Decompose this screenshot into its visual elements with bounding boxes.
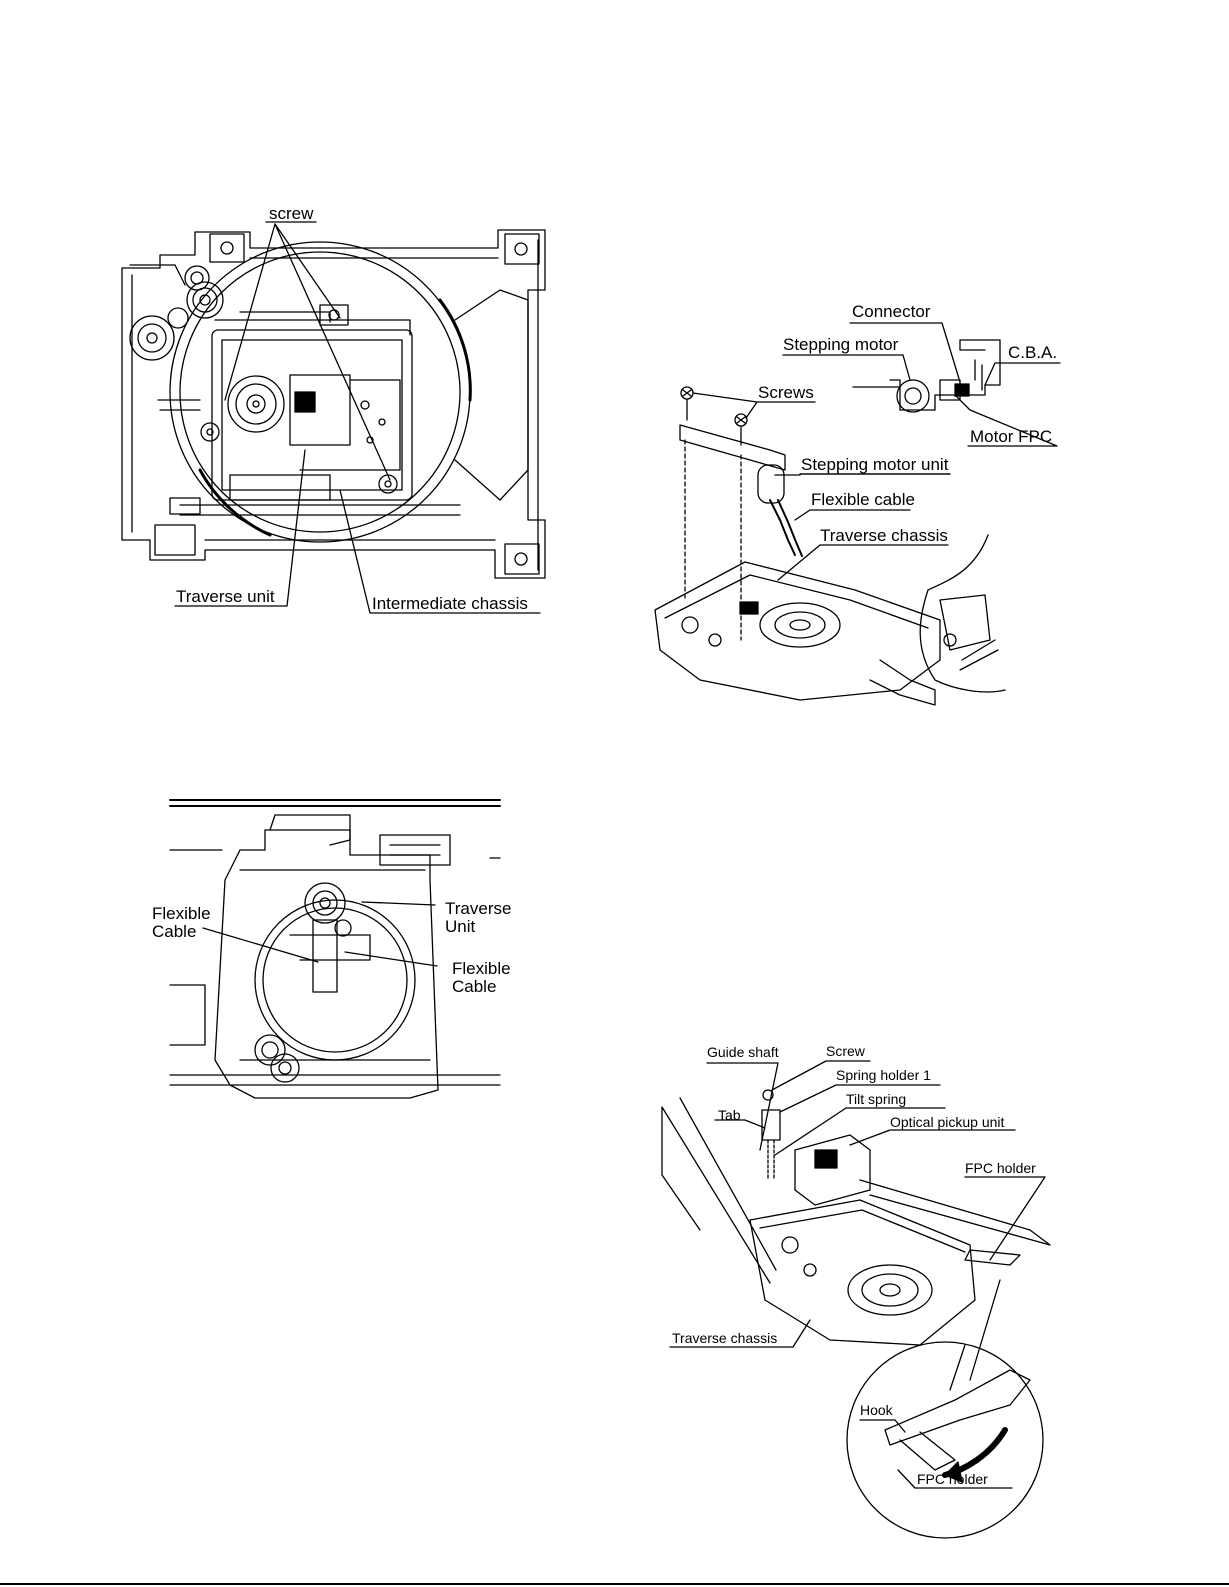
label-motor-fpc: Motor FPC — [970, 428, 1052, 445]
label-guide-shaft: Guide shaft — [707, 1045, 779, 1059]
label-flexible-cable-right-line2: Cable — [452, 978, 511, 996]
label-hook: Hook — [860, 1403, 893, 1417]
label-flexible-cable-right: Flexible Cable — [452, 960, 511, 996]
label-traverse-unit-fig3-line2: Unit — [445, 918, 511, 936]
label-fpc-holder-top: FPC holder — [965, 1161, 1036, 1175]
figure3-drawing — [170, 800, 500, 1098]
label-tilt-spring: Tilt spring — [846, 1092, 906, 1106]
label-optical-pickup-unit: Optical pickup unit — [890, 1115, 1004, 1129]
label-fpc-holder-bottom: FPC holder — [917, 1472, 988, 1486]
figure4-drawing — [662, 1061, 1050, 1538]
label-stepping-motor: Stepping motor — [783, 336, 898, 353]
label-traverse-unit-fig3: Traverse Unit — [445, 900, 511, 936]
label-flexible-cable: Flexible cable — [811, 491, 915, 508]
label-cba: C.B.A. — [1008, 344, 1057, 361]
label-flexible-cable-left: Flexible Cable — [152, 905, 211, 941]
label-screw-fig4: Screw — [826, 1044, 865, 1058]
label-stepping-motor-unit: Stepping motor unit — [801, 456, 948, 473]
label-flexible-cable-left-line1: Flexible — [152, 905, 211, 923]
label-screws: Screws — [758, 384, 814, 401]
label-screw: screw — [269, 205, 313, 222]
label-traverse-chassis-fig4: Traverse chassis — [672, 1331, 777, 1345]
label-tab: Tab — [718, 1108, 741, 1122]
figure2-drawing — [655, 323, 1060, 705]
label-spring-holder: Spring holder 1 — [836, 1068, 931, 1082]
label-flexible-cable-left-line2: Cable — [152, 923, 211, 941]
label-flexible-cable-right-line1: Flexible — [452, 960, 511, 978]
label-traverse-chassis: Traverse chassis — [820, 527, 948, 544]
label-connector: Connector — [852, 303, 930, 320]
label-intermediate-chassis: Intermediate chassis — [372, 595, 528, 612]
label-traverse-unit: Traverse unit — [176, 588, 275, 605]
label-traverse-unit-fig3-line1: Traverse — [445, 900, 511, 918]
figure1-drawing — [122, 222, 545, 613]
